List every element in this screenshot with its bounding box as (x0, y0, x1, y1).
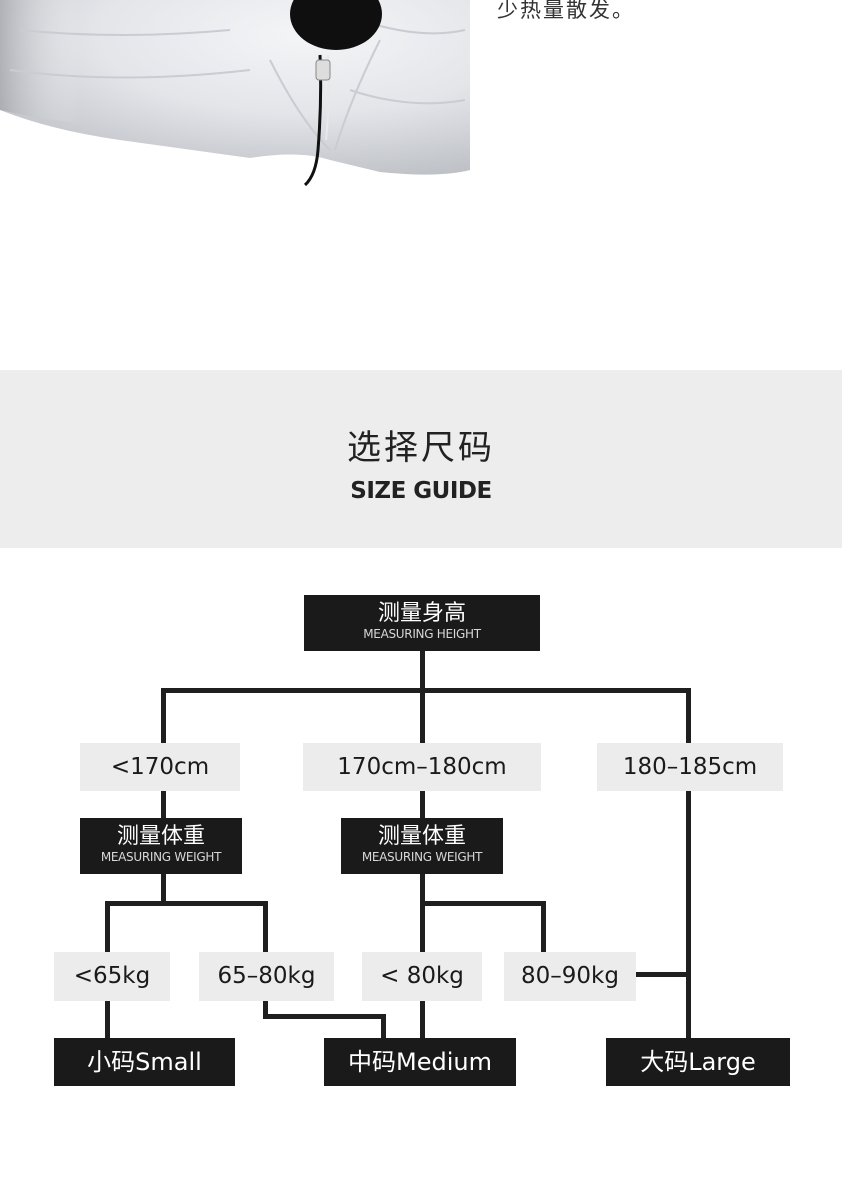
height-range-180-185: 180–185cm (597, 743, 783, 791)
connector-weight2-down (420, 873, 425, 953)
connector-to-under170 (161, 688, 166, 744)
weight-range-under-80: < 80kg (362, 952, 482, 1001)
connector-height-horizontal (161, 688, 691, 693)
connector-weight1-horizontal (105, 901, 268, 906)
connector-weight2-horizontal (420, 901, 546, 906)
weight-range-80-90: 80–90kg (504, 952, 636, 1001)
connector-weight1-down (161, 873, 166, 903)
connector-to-185 (686, 688, 691, 744)
measuring-height-node: 测量身高 MEASURING HEIGHT (304, 595, 540, 651)
measuring-height-cn: 测量身高 (304, 601, 540, 627)
height-range-170-180: 170cm–180cm (303, 743, 541, 791)
connector-65-80kg-medium (381, 1014, 386, 1040)
measuring-weight-en: MEASURING WEIGHT (341, 850, 503, 864)
size-guide-title-cn: 选择尺码 (0, 420, 842, 469)
size-guide-title-en: SIZE GUIDE (0, 478, 842, 504)
measuring-weight-en: MEASURING WEIGHT (80, 850, 242, 864)
connector-65kg-small (105, 1000, 110, 1040)
connector-to-65-80kg (263, 901, 268, 953)
weight-range-under-65: <65kg (54, 952, 170, 1001)
sleeping-bag-hood-photo (0, 0, 470, 195)
measuring-weight-cn: 测量体重 (341, 824, 503, 850)
connector-80-90kg-large (636, 972, 689, 977)
result-large: 大码Large (606, 1038, 790, 1086)
weight-range-65-80: 65–80kg (199, 952, 334, 1001)
connector-under170-weight (161, 790, 166, 820)
height-range-under-170: <170cm (80, 743, 240, 791)
connector-80kg-medium (420, 1000, 425, 1040)
result-medium: 中码Medium (324, 1038, 516, 1086)
connector-root-down (420, 650, 425, 745)
connector-170-180-weight (420, 790, 425, 820)
connector-to-80-90kg (541, 901, 546, 953)
measuring-weight-cn: 测量体重 (80, 824, 242, 850)
connector-to-65kg (105, 901, 110, 953)
connector-185-large (686, 790, 691, 1040)
connector-65-80kg-horizontal (263, 1014, 386, 1019)
result-small: 小码Small (54, 1038, 235, 1086)
measuring-weight-node-1: 测量体重 MEASURING WEIGHT (80, 818, 242, 874)
measuring-height-en: MEASURING HEIGHT (304, 627, 540, 641)
feature-caption: 少热量散发。 (497, 0, 635, 24)
measuring-weight-node-2: 测量体重 MEASURING WEIGHT (341, 818, 503, 874)
